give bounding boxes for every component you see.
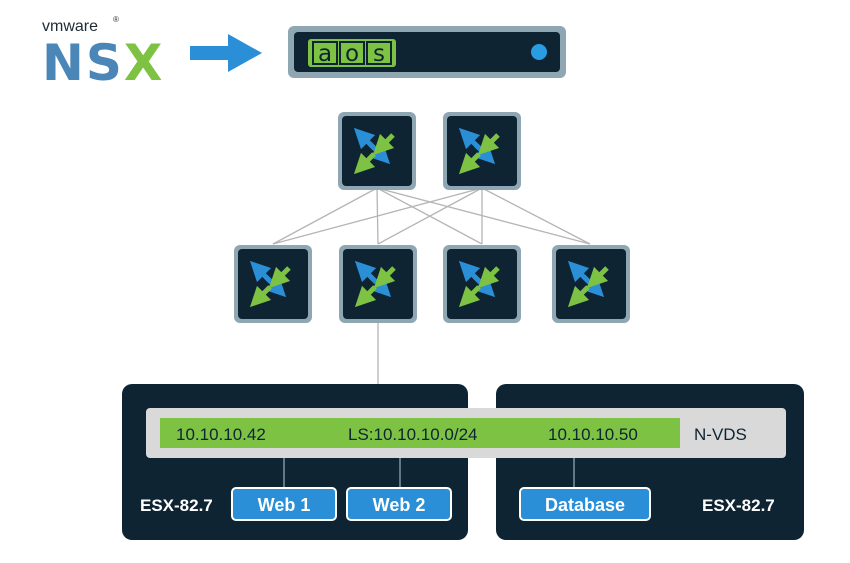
ip-left: 10.10.10.42 xyxy=(176,425,266,444)
aos-letter-a: a xyxy=(318,41,332,67)
host-label-right: ESX-82.7 xyxy=(702,496,775,515)
leaf-switch xyxy=(339,245,417,323)
nvds-label: N-VDS xyxy=(694,425,747,444)
host-label-left: ESX-82.7 xyxy=(140,496,213,515)
aos-logo-badge xyxy=(308,39,396,67)
aos-letter-o: o xyxy=(345,41,359,67)
spine-switch xyxy=(338,112,416,190)
vmware-nsx-logo: vmware ® NSX xyxy=(42,15,164,92)
right-arrow-icon xyxy=(190,34,262,72)
vm-web-2: Web 2 xyxy=(346,487,452,521)
status-light xyxy=(531,44,547,60)
vm-web-1: Web 1 xyxy=(231,487,337,521)
registered-mark: ® xyxy=(113,15,119,24)
logical-switch-bar xyxy=(160,418,680,448)
spine-switch xyxy=(443,112,521,190)
vmware-wordmark: vmware xyxy=(42,18,98,35)
vm-links xyxy=(283,458,575,488)
leaf-switch xyxy=(552,245,630,323)
leaf-switch xyxy=(443,245,521,323)
nsx-wordmark: NSX xyxy=(42,34,164,92)
aos-server-device: a o s xyxy=(288,26,566,78)
leaf-switch xyxy=(234,245,312,323)
vm-database: Database xyxy=(519,487,651,521)
vm-label: Database xyxy=(545,495,625,515)
vm-label: Web 1 xyxy=(258,495,311,515)
ip-right: 10.10.10.50 xyxy=(548,425,638,444)
vm-label: Web 2 xyxy=(373,495,426,515)
aos-letter-s: s xyxy=(373,41,385,67)
fabric-links xyxy=(272,187,591,245)
logical-switch-label: LS:10.10.10.0/24 xyxy=(348,425,478,444)
